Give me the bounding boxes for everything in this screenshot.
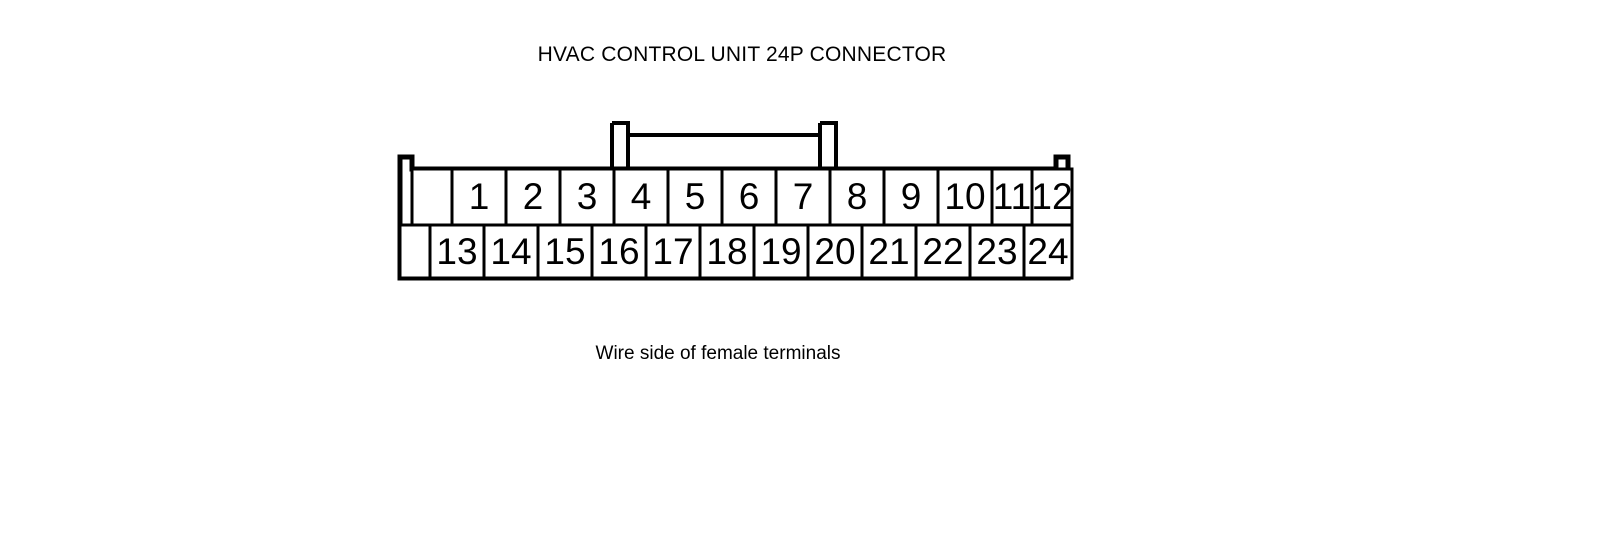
pin-label-18: 18: [706, 231, 747, 272]
pin-label-1: 1: [469, 176, 490, 217]
bottom-row-blank-left: [398, 223, 432, 280]
pin-label-4: 4: [631, 176, 652, 217]
pin-label-20: 20: [814, 231, 855, 272]
pin-label-16: 16: [598, 231, 639, 272]
view-caption: Wire side of female terminals: [595, 343, 841, 364]
bottom-row: 13 14 15 16 17 18 19 20 21 22 23 24: [398, 223, 1074, 280]
pin-label-9: 9: [901, 176, 922, 217]
pin-cell-20[interactable]: [806, 223, 864, 280]
pin-cell-22[interactable]: [914, 223, 972, 280]
pin-label-24: 24: [1027, 231, 1068, 272]
top-row-blank-left: [410, 167, 454, 227]
pin-label-2: 2: [523, 176, 544, 217]
pin-label-15: 15: [544, 231, 585, 272]
pin-label-8: 8: [847, 176, 868, 217]
pin-label-14: 14: [490, 231, 531, 272]
connector-svg: 1 2 3 4 5 6 7 8 9 10 11 12: [397, 121, 1074, 281]
pin-cell-14[interactable]: [482, 223, 540, 280]
pin-label-11: 11: [993, 176, 1031, 217]
pin-label-22: 22: [922, 231, 963, 272]
pin-cell-6[interactable]: [720, 167, 778, 227]
pin-label-3: 3: [577, 176, 598, 217]
connector-diagram: 1 2 3 4 5 6 7 8 9 10 11 12: [396, 115, 1076, 285]
pin-cell-7[interactable]: [774, 167, 832, 227]
pin-label-17: 17: [652, 231, 693, 272]
pin-label-23: 23: [976, 231, 1017, 272]
pin-label-7: 7: [793, 176, 814, 217]
pin-cell-17[interactable]: [644, 223, 702, 280]
pin-label-12: 12: [1031, 176, 1072, 217]
locking-tab: [610, 121, 838, 170]
pin-cell-3[interactable]: [558, 167, 616, 227]
pin-label-21: 21: [868, 231, 909, 272]
pin-label-5: 5: [685, 176, 706, 217]
pin-label-19: 19: [760, 231, 801, 272]
page-title: HVAC CONTROL UNIT 24P CONNECTOR: [537, 43, 947, 66]
pin-label-6: 6: [739, 176, 760, 217]
top-row: 1 2 3 4 5 6 7 8 9 10 11 12: [410, 167, 1074, 227]
pin-label-13: 13: [436, 231, 477, 272]
pin-cell-23[interactable]: [968, 223, 1026, 280]
pin-cell-15[interactable]: [536, 223, 594, 280]
pin-cell-16[interactable]: [590, 223, 648, 280]
pin-cell-24[interactable]: [1022, 223, 1074, 280]
pin-label-10: 10: [944, 176, 985, 217]
pin-cell-4[interactable]: [612, 167, 670, 227]
